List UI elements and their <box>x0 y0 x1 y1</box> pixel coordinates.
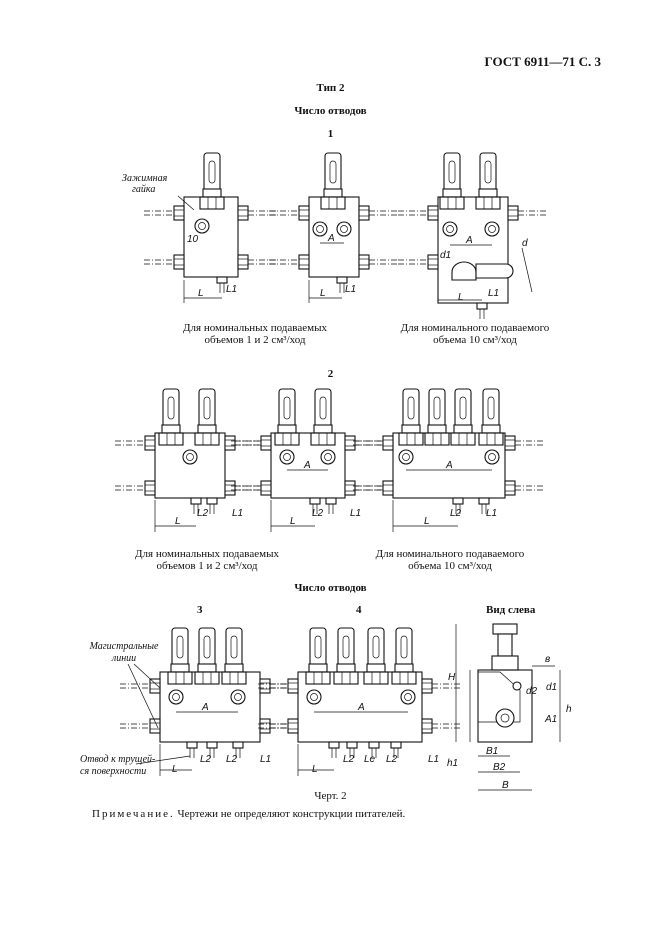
outlets-heading-top: Число отводов <box>294 105 367 117</box>
dim-L1: L1 <box>428 754 439 765</box>
dim-L1: L1 <box>350 508 361 519</box>
callout-line: Зажимная <box>122 173 168 184</box>
note-text: Чертежи не определяют конструкции питате… <box>174 808 406 820</box>
type-heading: Тип 2 <box>316 82 345 94</box>
group-number-4: 4 <box>356 604 362 616</box>
group-number-1: 1 <box>327 128 334 140</box>
main-lines-callout: Магистральные линии <box>84 641 164 665</box>
dim-h: h <box>566 704 572 715</box>
drawing-1-small-volume: L L1 10 <box>143 152 279 303</box>
dim-A: A <box>357 702 365 713</box>
dim-L1: L1 <box>226 284 237 295</box>
dim-Le: Le <box>364 754 376 765</box>
figure-caption: Черт. 2 <box>314 790 347 802</box>
drawing-1-variant: A L L1 <box>268 152 400 303</box>
dim-A: A <box>201 702 209 713</box>
dim-L2: L2 <box>343 754 355 765</box>
outlets-heading-bottom: Число отводов <box>294 582 367 594</box>
dim-d1: d1 <box>440 250 451 261</box>
dim-L: L <box>172 764 178 775</box>
dim-d2: d2 <box>526 686 538 697</box>
callout-line: гайка <box>132 184 156 195</box>
drawing-3-outlets: A L L2 L2 L1 <box>119 627 301 776</box>
caption-small-volume-1: Для номинальных подаваемых объемов 1 и 2… <box>160 322 350 346</box>
dim-A1: A1 <box>544 714 557 725</box>
caption-line: Для номинального подаваемого <box>375 548 525 560</box>
dim-L1: L1 <box>260 754 271 765</box>
dim-A: A <box>465 235 473 246</box>
dim-L1: L1 <box>486 508 497 519</box>
dim-L: L <box>175 516 181 527</box>
callout-line: Отвод к трущей- <box>80 754 156 765</box>
dim-L2: L2 <box>226 754 238 765</box>
caption-line: Для номинального подаваемого <box>400 322 550 334</box>
dim-L2: L2 <box>312 508 324 519</box>
dim-h1: h1 <box>447 758 458 769</box>
drawing-2-variant: A L L2 L1 <box>230 388 386 532</box>
dim-L: L <box>320 288 326 299</box>
drawing-4-outlets: A L L2 Le L2 L1 <box>257 627 463 776</box>
dim-B1: B1 <box>486 746 498 757</box>
dim-L1: L1 <box>232 508 243 519</box>
dim-L2: L2 <box>386 754 398 765</box>
note-label: Примечание. <box>92 808 175 820</box>
drawing-1-large-volume: A d d1 L L1 <box>397 152 549 320</box>
dim-A: A <box>303 460 311 471</box>
dim-B: B <box>502 780 509 791</box>
dim-L2: L2 <box>450 508 462 519</box>
dim-A: A <box>327 233 335 244</box>
page-header: ГОСТ 6911—71 С. 3 <box>484 54 601 69</box>
callout-line: ся поверхности <box>80 766 147 777</box>
dim-b: в <box>545 654 550 665</box>
dim-diameter: 10 <box>187 234 199 245</box>
dim-H: H <box>448 672 456 683</box>
dim-d: d <box>522 238 528 249</box>
group-number-3: 3 <box>197 604 203 616</box>
note: Примечание. Чертежи не определяют констр… <box>92 808 405 820</box>
dim-L1: L1 <box>488 288 499 299</box>
dim-A: A <box>445 460 453 471</box>
caption-line: объема 10 см³/ход <box>433 334 517 346</box>
caption-line: объемов 1 и 2 см³/ход <box>204 334 306 346</box>
dim-L: L <box>198 288 204 299</box>
drawing-2-large-volume: A L L2 L1 <box>352 388 546 532</box>
dim-L2: L2 <box>197 508 209 519</box>
dim-L1: L1 <box>345 284 356 295</box>
dim-L2: L2 <box>200 754 212 765</box>
caption-small-volume-2: Для номинальных подаваемых объемов 1 и 2… <box>112 548 302 572</box>
callout-line: линии <box>111 653 137 664</box>
group-number-2: 2 <box>327 368 334 380</box>
outlet-callout: Отвод к трущей- ся поверхности <box>80 754 155 778</box>
dim-L: L <box>290 516 296 527</box>
drawing-2-small-volume: L L2 L1 <box>114 388 266 532</box>
caption-line: объема 10 см³/ход <box>408 560 492 572</box>
caption-line: Для номинальных подаваемых <box>135 548 279 560</box>
callout-line: Магистральные <box>89 641 159 652</box>
clamp-nut-callout: Зажимная гайка <box>122 173 167 195</box>
caption-line: объемов 1 и 2 см³/ход <box>156 560 258 572</box>
side-view-heading: Вид слева <box>486 604 536 616</box>
caption-line: Для номинальных подаваемых <box>183 322 327 334</box>
dim-d1: d1 <box>546 682 557 693</box>
side-view-drawing: H h1 h A1 d2 d1 в B1 B2 B <box>447 623 572 791</box>
dim-L: L <box>424 516 430 527</box>
dim-L: L <box>458 292 464 303</box>
caption-large-volume-2: Для номинального подаваемого объема 10 с… <box>355 548 545 572</box>
dim-L: L <box>312 764 318 775</box>
dim-B2: B2 <box>493 762 506 773</box>
caption-large-volume-1: Для номинального подаваемого объема 10 с… <box>380 322 570 346</box>
